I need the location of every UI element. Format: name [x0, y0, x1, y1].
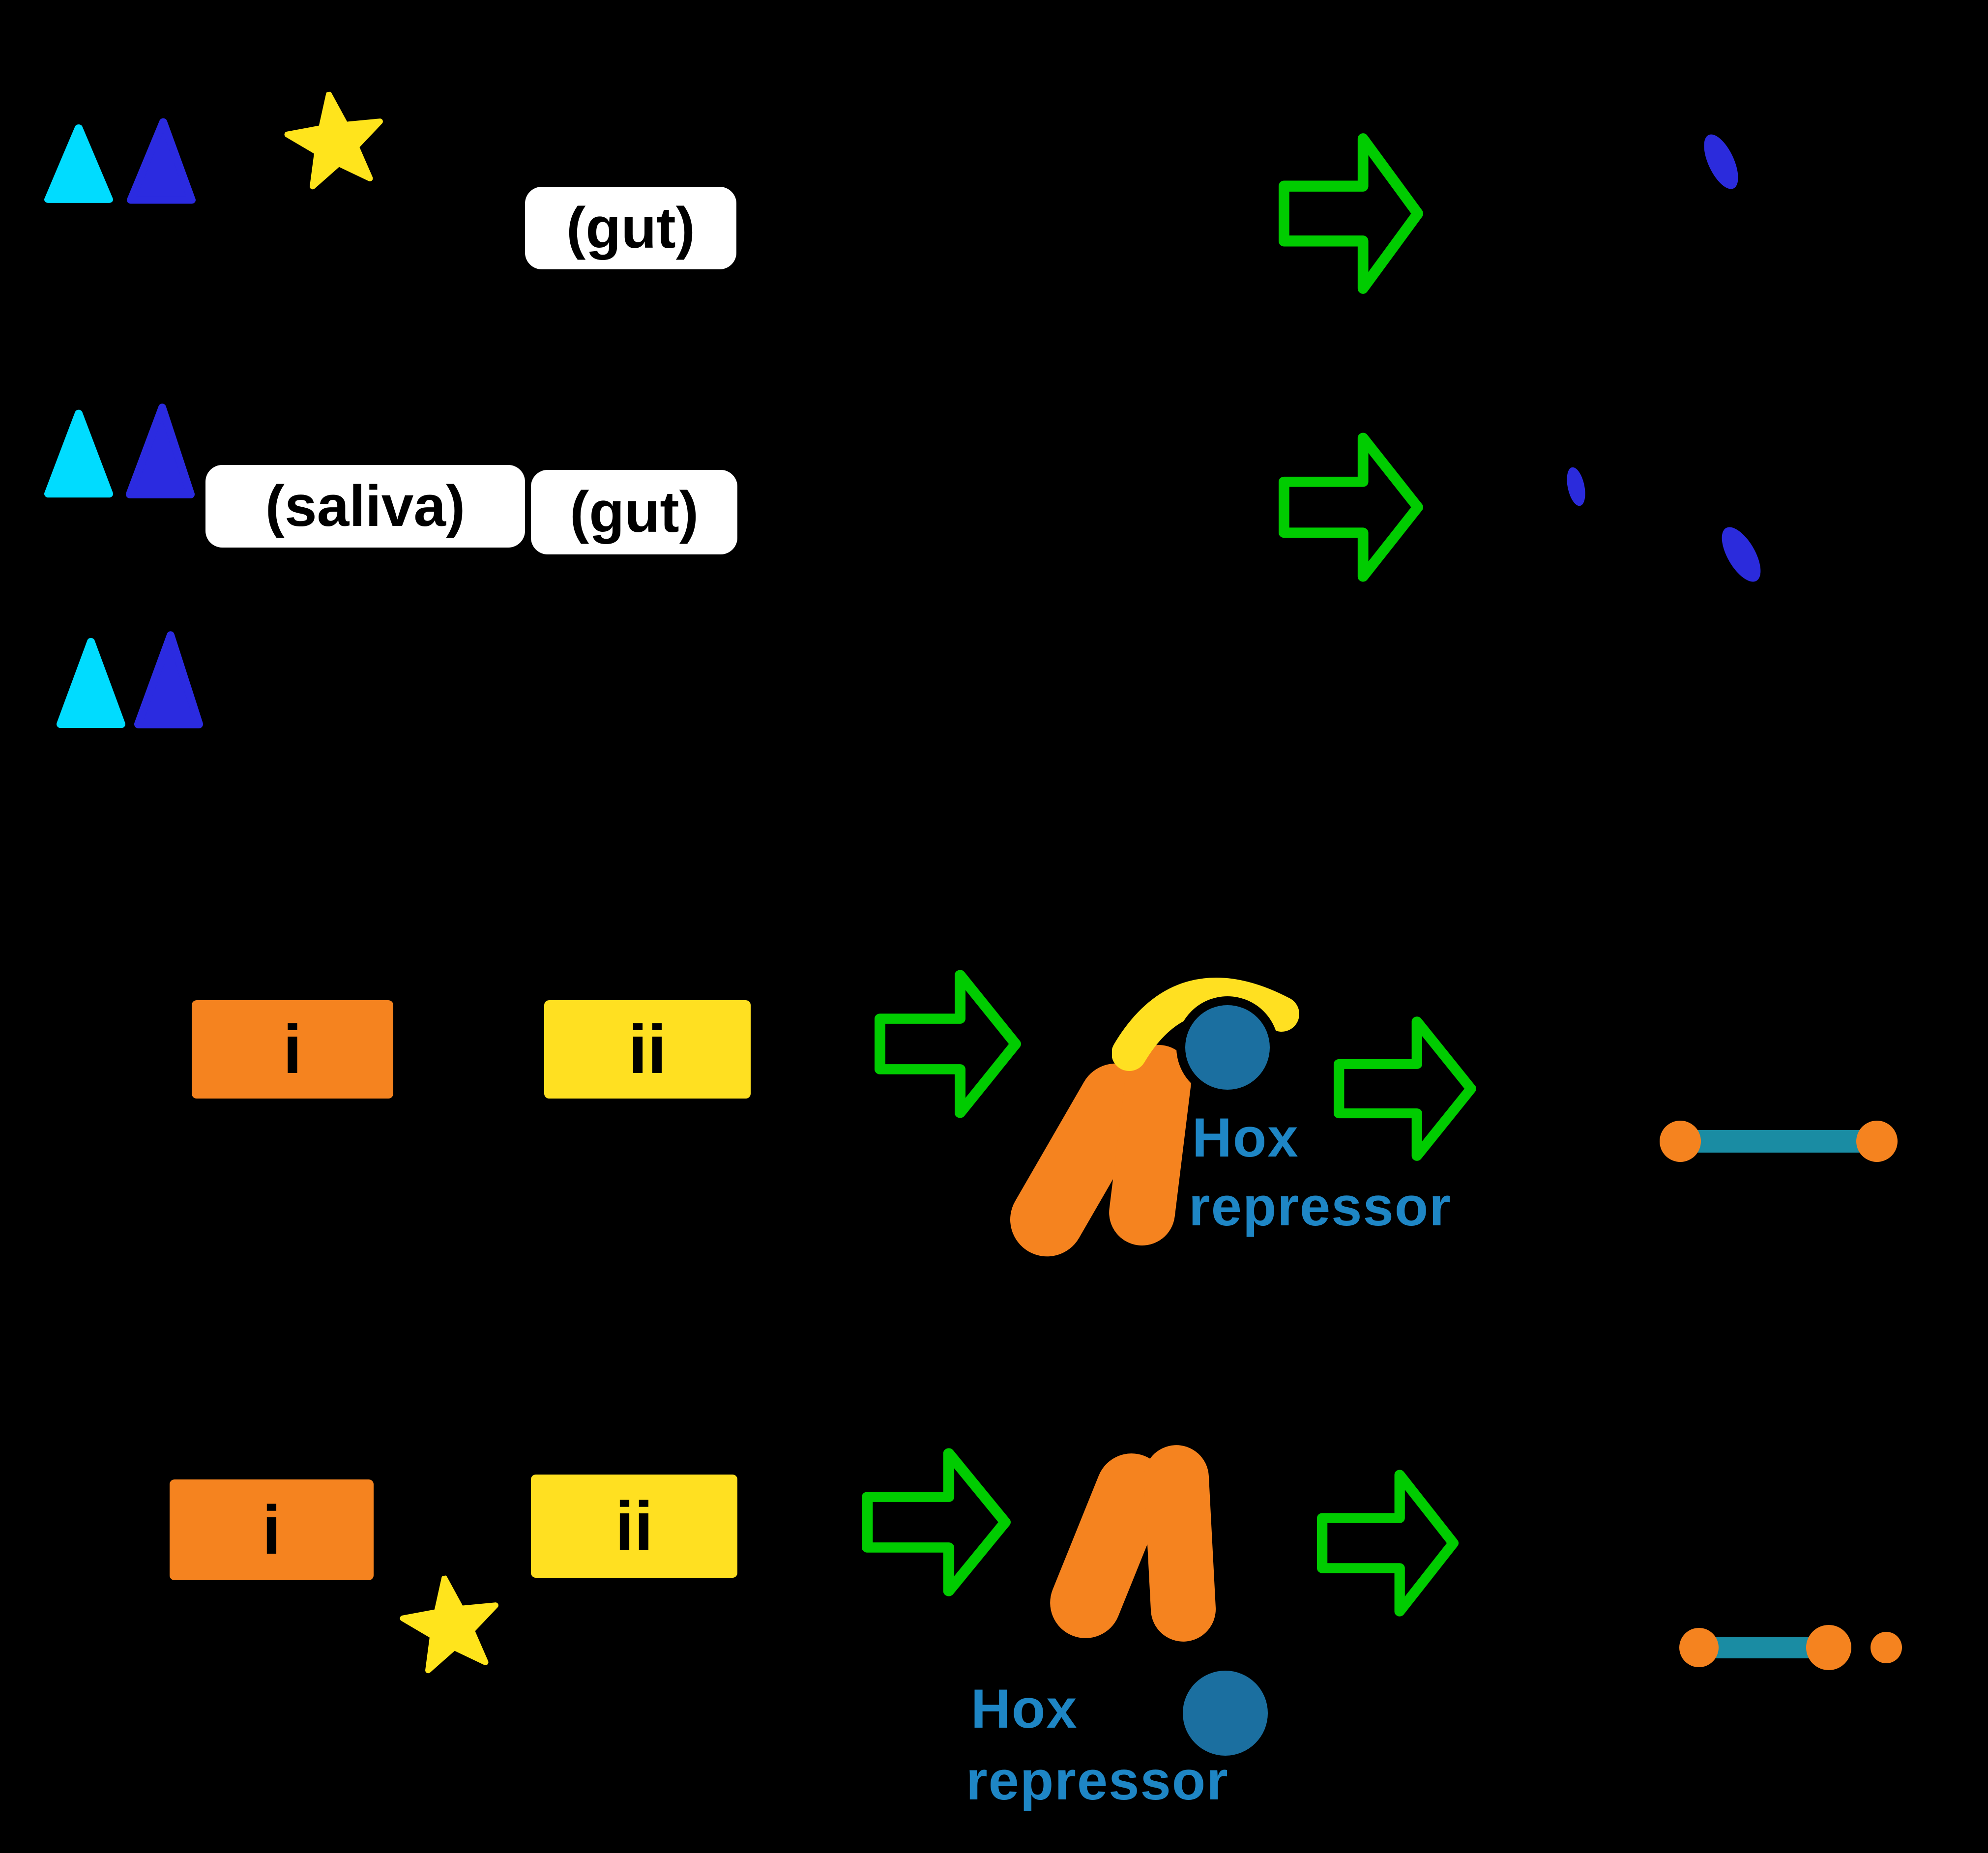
result-arrow-1 — [1278, 133, 1424, 294]
blob-lobe-right — [1143, 1445, 1216, 1642]
mutation-star-1 — [284, 91, 383, 190]
blob-lobe-left — [1050, 1453, 1167, 1638]
enhancer-ii-box-b: ii — [531, 1475, 737, 1578]
leaf-shape — [1567, 467, 1585, 506]
hox-repressor-label-a-line1: Hox — [1192, 1107, 1299, 1168]
tissue-leaf-1 — [1704, 134, 1738, 189]
arrow-right-icon — [1316, 1470, 1459, 1617]
expression-bar — [1680, 1130, 1877, 1153]
expression-dumbbell-b — [1679, 1625, 1902, 1670]
saliva-label-box: (saliva) — [205, 465, 525, 548]
arrow-right-icon — [1333, 1016, 1477, 1161]
signal-triangle-blue-2 — [126, 404, 195, 498]
leaf-shape — [1722, 527, 1761, 582]
gut-label-box-1: (gut) — [525, 187, 736, 269]
expression-dot-left — [1679, 1628, 1719, 1667]
enhancer-i-box-a: i — [192, 1000, 393, 1099]
triangle-shape — [44, 409, 113, 498]
expression-bar — [1699, 1637, 1829, 1658]
expression-dumbbell-a — [1660, 1121, 1898, 1162]
enhancer-ii-box-a: ii — [544, 1000, 751, 1099]
leaf-shape — [1704, 134, 1738, 189]
activator-protein-blob-a — [1010, 1045, 1192, 1257]
result-arrow-3 — [875, 970, 1021, 1118]
crescent-cofactor — [1112, 978, 1299, 1071]
triangle-shape — [126, 404, 195, 498]
signal-triangle-cyan-3 — [57, 637, 125, 728]
arrow-right-icon — [875, 970, 1021, 1118]
hox-repressor-label-b-line2: repressor — [966, 1750, 1229, 1811]
arrow-right-icon — [1278, 433, 1424, 582]
arrow-right-icon — [862, 1448, 1011, 1596]
blob-lobe-right — [1109, 1045, 1192, 1245]
triangle-shape — [134, 631, 203, 728]
signal-triangle-cyan-1 — [44, 124, 113, 203]
signal-triangle-cyan-2 — [44, 409, 113, 498]
arrow-right-icon — [1278, 133, 1424, 294]
hox-repressor-label-a-line2: repressor — [1189, 1176, 1452, 1237]
expression-dot-middle — [1806, 1625, 1851, 1670]
expression-dot-left — [1660, 1121, 1701, 1162]
mutation-star-2 — [400, 1575, 498, 1674]
star-shape — [284, 91, 383, 190]
result-arrow-6 — [1316, 1470, 1459, 1617]
hox-repressor-circle-b — [1183, 1671, 1268, 1756]
enhancer-i-box-b: i — [170, 1479, 374, 1580]
hox-repressor-label-b-line1: Hox — [971, 1678, 1078, 1739]
result-arrow-5 — [862, 1448, 1011, 1596]
expression-dot-right — [1871, 1632, 1902, 1663]
activator-protein-blob-b — [1050, 1445, 1216, 1642]
gut-label-box-2: (gut) — [531, 470, 737, 554]
hox-repressor-circle-a — [1185, 1005, 1270, 1090]
result-arrow-4 — [1333, 1016, 1477, 1161]
triangle-shape — [127, 118, 196, 204]
expression-dot-right — [1856, 1121, 1898, 1162]
blob-lobe-left — [1010, 1063, 1153, 1257]
tissue-leaf-2a — [1567, 467, 1585, 506]
star-shape — [400, 1575, 498, 1674]
tissue-leaf-2b — [1722, 527, 1761, 582]
signal-triangle-blue-1 — [127, 118, 196, 204]
triangle-shape — [44, 124, 113, 203]
result-arrow-2 — [1278, 433, 1424, 582]
triangle-shape — [57, 637, 125, 728]
crescent-shape — [1112, 978, 1299, 1071]
signal-triangle-blue-3 — [134, 631, 203, 728]
